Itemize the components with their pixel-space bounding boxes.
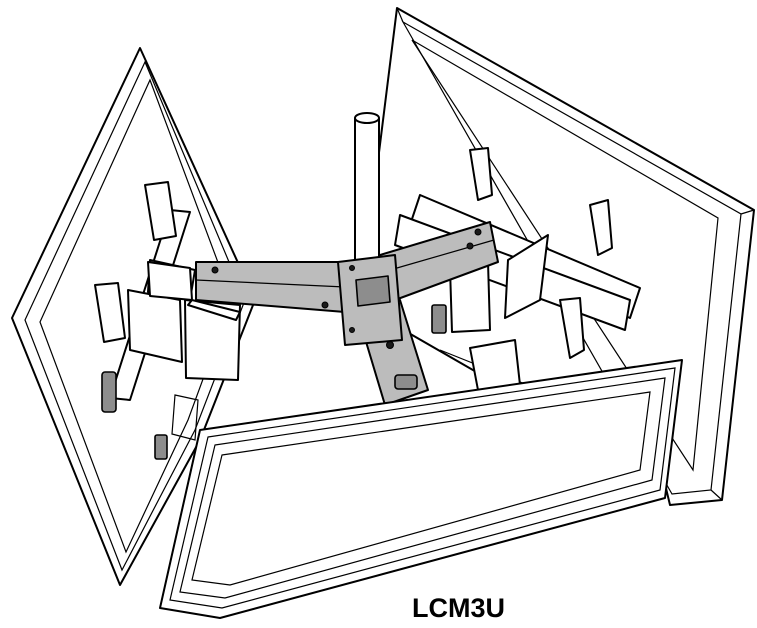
model-label: LCM3U: [412, 593, 505, 623]
right-hook-2: [589, 199, 613, 256]
right-connector: [431, 304, 447, 334]
left-bracket-plate: [147, 261, 193, 301]
left-adapter-box: [184, 299, 241, 381]
center-pole: [354, 112, 380, 269]
left-hook-2: [94, 282, 126, 343]
left-connector: [154, 434, 168, 460]
right-hook-3: [559, 297, 585, 359]
front-display: [159, 359, 683, 619]
right-hook-1: [469, 147, 493, 201]
mount-arms: [147, 221, 499, 406]
left-hook-1: [144, 181, 177, 241]
